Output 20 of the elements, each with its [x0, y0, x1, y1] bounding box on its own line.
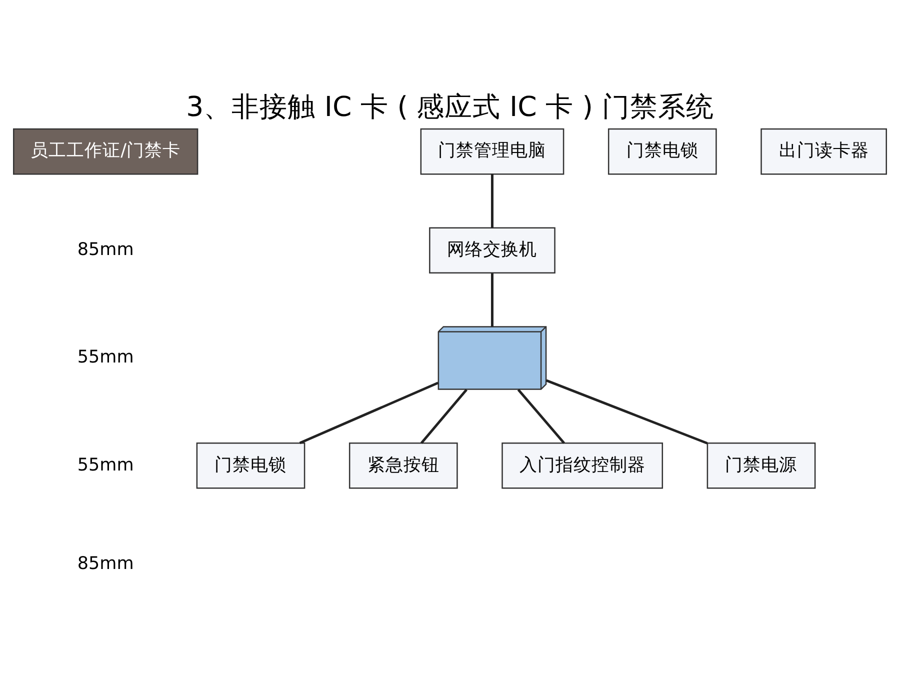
- node-box: 门禁电锁: [608, 128, 717, 174]
- node-box: 门禁管理电脑: [420, 128, 564, 174]
- connector: [490, 272, 494, 326]
- node-box: 出门读卡器: [760, 128, 887, 174]
- label: 55mm: [77, 347, 134, 368]
- node-box: 入门指纹控制器: [502, 442, 664, 488]
- label: 55mm: [77, 454, 134, 475]
- node-box: 网络交换机: [429, 226, 556, 274]
- diagram-title: 3、非接触 IC 卡 ( 感应式 IC 卡 ) 门禁系统: [186, 90, 714, 123]
- connector: [420, 388, 468, 444]
- connector: [490, 174, 494, 228]
- label: 85mm: [77, 554, 134, 574]
- node-box: 门禁电源: [706, 442, 816, 488]
- label: 85mm: [77, 240, 134, 260]
- connector: [546, 378, 708, 444]
- node-box: 员工工作证/门禁卡: [13, 128, 198, 174]
- node-box: 门禁电锁: [196, 442, 306, 488]
- connector: [299, 381, 439, 444]
- node-box: 紧急按钮: [348, 442, 458, 488]
- connector: [517, 388, 565, 444]
